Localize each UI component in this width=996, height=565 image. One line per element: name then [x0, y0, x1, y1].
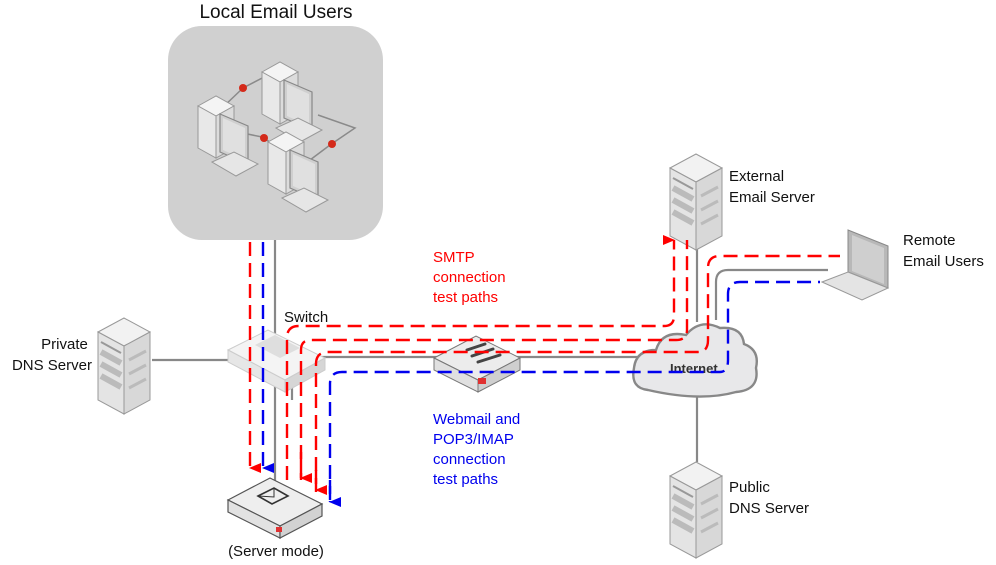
local-email-users-label: Local Email Users: [199, 2, 352, 23]
label-line: Webmail and: [433, 411, 520, 428]
brand-logo-icon: [478, 378, 486, 384]
webmail-path-remote-server: [328, 280, 820, 500]
external-email-server-icon: [670, 154, 722, 250]
public-dns-label: Public DNS Server: [729, 479, 809, 517]
label-line: External: [729, 168, 784, 185]
internet-label: Internet: [670, 361, 718, 376]
external-email-server-label: External Email Server: [729, 168, 815, 206]
local-email-users-group: [168, 26, 383, 240]
label-line: connection: [433, 451, 506, 468]
node-dot: [260, 134, 268, 142]
private-dns-label: Private DNS Server: [12, 336, 92, 374]
switch-device: [226, 329, 327, 393]
smtp-legend-label: SMTP connection test paths: [433, 249, 510, 306]
label-line: POP3/IMAP: [433, 431, 514, 448]
label-line: Remote: [903, 232, 956, 249]
smtp-path-server-external: [285, 235, 676, 480]
webmail-test-paths: [261, 242, 820, 507]
webmail-legend-label: Webmail and POP3/IMAP connection test pa…: [433, 411, 524, 488]
envelope-icon: [256, 487, 290, 505]
brand-logo-icon: [276, 527, 282, 532]
node-dot: [239, 84, 247, 92]
public-dns-server-icon: [670, 462, 722, 558]
label-line: Public: [729, 479, 770, 496]
label-line: Email Server: [729, 189, 815, 206]
group-background: [168, 26, 383, 240]
switch-label: Switch: [284, 309, 328, 326]
label-line: DNS Server: [12, 357, 92, 374]
label-line: Private: [41, 336, 88, 353]
smtp-path-external-server: [299, 240, 689, 480]
firewall-device: [432, 335, 522, 393]
server-mode-label: (Server mode): [228, 543, 324, 560]
email-server-appliance: [226, 477, 324, 539]
label-line: DNS Server: [729, 500, 809, 517]
label-line: connection: [433, 269, 506, 286]
private-dns-server-icon: [98, 318, 150, 414]
label-line: Email Users: [903, 253, 984, 270]
remote-laptop-icon: [820, 229, 890, 301]
wire-remote-internet: [714, 268, 828, 320]
internet-cloud: [632, 323, 758, 398]
remote-email-users-label: Remote Email Users: [903, 232, 984, 270]
smtp-path-remote-server: [314, 254, 840, 492]
label-line: test paths: [433, 471, 498, 488]
label-line: SMTP: [433, 249, 475, 266]
label-line: test paths: [433, 289, 498, 306]
node-dot: [328, 140, 336, 148]
smtp-test-paths: [248, 235, 840, 495]
